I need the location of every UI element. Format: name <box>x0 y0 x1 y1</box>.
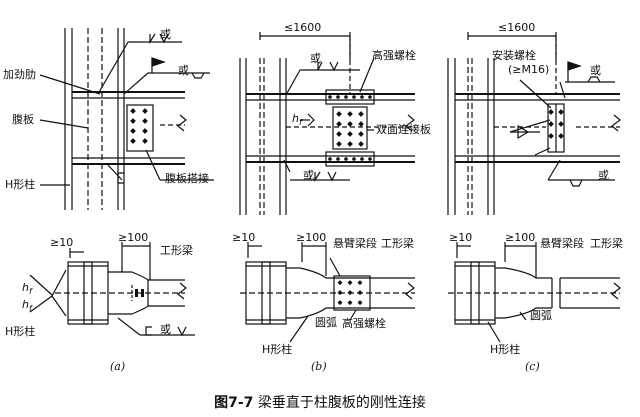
label-min10-a: ≥10 <box>50 236 74 249</box>
panel-a-elevation <box>39 28 214 210</box>
label-min100-a: ≥100 <box>118 231 149 244</box>
label-h-column-c: H形柱 <box>490 343 521 356</box>
label-max1600-c: ≤1600 <box>498 21 536 34</box>
label-min10-c: ≥10 <box>449 231 473 244</box>
label-hs-bolt-b2: 高强螺栓 <box>342 317 386 330</box>
label-i-beam-a: 工形梁 <box>160 244 193 257</box>
panel-c-elevation <box>447 32 621 215</box>
caption-title: 梁垂直于柱腹板的刚性连接 <box>257 395 426 411</box>
label-web-lap: 腹板搭接 <box>165 172 209 185</box>
label-or-a2: 或 <box>178 64 189 77</box>
label-or-a3: 或 <box>160 323 171 336</box>
label-arc-b: 圆弧 <box>315 316 337 329</box>
label-hf-a2-sub: f <box>28 304 32 314</box>
label-min100-b: ≥100 <box>296 231 327 244</box>
label-hs-bolt-b1: 高强螺栓 <box>372 49 416 62</box>
label-hf-b: hf <box>292 113 302 129</box>
label-h-column-b: H形柱 <box>262 343 293 356</box>
panel-a-plan <box>29 242 195 337</box>
label-install-bolt: 安装螺栓 <box>492 49 536 62</box>
figure-caption: 图7-7 梁垂直于柱腹板的刚性连接 <box>0 392 640 412</box>
caption-number: 图7-7 <box>214 395 254 411</box>
label-hf-b-main: h <box>292 112 299 125</box>
label-cantilever-c: 悬臂梁段 <box>540 237 584 250</box>
label-hf-a1-main: h <box>22 281 29 294</box>
label-or-a1: 或 <box>160 28 171 41</box>
label-i-beam-b: 工形梁 <box>381 237 414 250</box>
label-max1600-b: ≤1600 <box>284 21 322 34</box>
label-min10-b: ≥10 <box>232 231 256 244</box>
label-hf-a1: hf <box>22 282 32 298</box>
subfig-a: (a) <box>110 360 126 373</box>
panel-b-elevation <box>239 32 415 215</box>
subfig-b: (b) <box>311 360 327 373</box>
label-web: 腹板 <box>12 113 34 126</box>
label-hf-a2: hf <box>22 299 32 315</box>
label-h-column-a: H形柱 <box>5 178 36 191</box>
label-stiffener: 加劲肋 <box>3 68 36 81</box>
label-or-b1: 或 <box>310 52 321 65</box>
label-or-b2: 或 <box>303 169 314 182</box>
label-bolt-spec: (≥M16) <box>508 63 550 76</box>
label-cantilever-b: 悬臂梁段 <box>333 237 377 250</box>
panel-c-plan <box>448 242 621 343</box>
label-hf-a1-sub: f <box>28 287 32 297</box>
label-double-plate: 双面连接板 <box>376 123 431 136</box>
label-min100-c: ≥100 <box>505 231 536 244</box>
panel-b-plan <box>240 242 415 343</box>
label-or-c2: 或 <box>598 169 609 182</box>
subfig-c: (c) <box>525 360 540 373</box>
label-hf-b-sub: f <box>298 118 302 128</box>
label-arc-c: 圆弧 <box>530 309 552 322</box>
label-hf-a2-main: h <box>22 298 29 311</box>
label-h-column-a2: H形柱 <box>5 325 36 338</box>
label-i-beam-c: 工形梁 <box>590 237 623 250</box>
label-or-c1: 或 <box>590 64 601 77</box>
